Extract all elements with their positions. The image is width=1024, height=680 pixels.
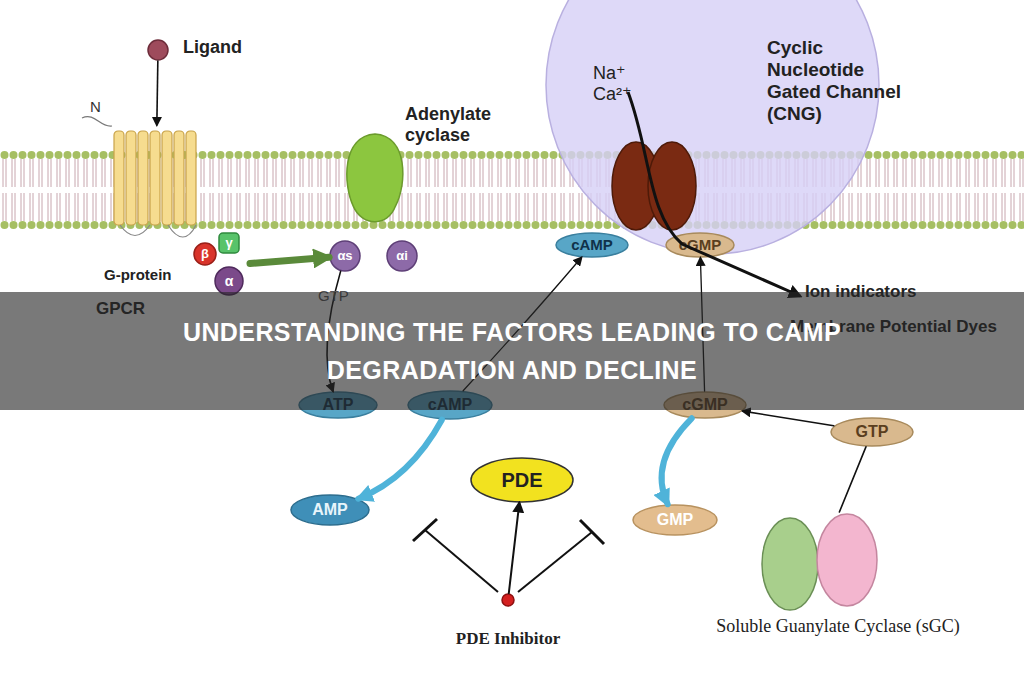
inhibition-bar — [413, 519, 437, 541]
camp-molecule-fill — [556, 233, 628, 257]
transmembrane-helix — [126, 131, 136, 225]
node-text: Na⁺ Ca²⁺ — [593, 63, 647, 104]
ligand-circle: Ligand — [147, 39, 169, 61]
n-terminus-loop — [82, 117, 112, 127]
beta-subunit-fill — [194, 243, 216, 265]
node-text: β — [193, 242, 217, 266]
connector-arrow — [662, 418, 692, 504]
adenylate-cyclase-fill — [347, 134, 403, 222]
camp-molecule: cAMP — [555, 232, 629, 258]
transmembrane-helix — [114, 131, 124, 225]
node-text: G-protein — [104, 266, 186, 283]
transmembrane-helix — [150, 131, 160, 225]
cng-channel-circle-fill — [546, 0, 879, 254]
title-text: UNDERSTANDING THE FACTORS LEADING TO CAM… — [122, 314, 902, 389]
transmembrane-helix — [174, 131, 184, 225]
ion-flow-arrow — [628, 92, 800, 296]
connector-arrow — [358, 420, 442, 499]
gpcr-receptor-outline — [110, 125, 202, 233]
inhibitor-dot-outline — [501, 593, 515, 607]
inhibition-line — [425, 530, 498, 592]
title-banner: UNDERSTANDING THE FACTORS LEADING TO CAM… — [0, 292, 1024, 410]
gamma-subunit: γ — [218, 232, 240, 254]
intracellular-loop — [120, 225, 196, 237]
inhibitor-dot: PDE Inhibitor — [501, 593, 515, 607]
free-label: N — [90, 98, 120, 115]
node-text: GTP — [830, 417, 914, 447]
alpha-subunit-fill — [215, 267, 243, 295]
node-text: GMP — [632, 504, 718, 536]
pde-enzyme-fill — [471, 458, 573, 502]
node-text: γ — [218, 232, 240, 254]
ligand-circle-fill — [148, 40, 168, 60]
node-text: Cyclic Nucleotide Gated Channel (CNG) — [767, 37, 909, 124]
pde-enzyme: PDE — [470, 457, 574, 503]
sgc-enzyme-outline — [758, 512, 880, 612]
connector-arrow — [509, 503, 520, 593]
node-text: PDE Inhibitor — [433, 629, 583, 649]
node-text: αi — [386, 240, 418, 272]
gtp-molecule: GTP — [830, 417, 914, 447]
adenylate-cyclase: Adenylate cyclase — [343, 132, 407, 227]
sgc-subunit — [817, 514, 877, 606]
node-text: cAMP — [555, 232, 629, 258]
sgc-subunit — [762, 518, 818, 610]
ligand-circle-outline — [147, 39, 169, 61]
cng-channel-circle-outline — [545, 0, 880, 255]
gtp-molecule-fill — [831, 418, 913, 446]
inhibition-line — [518, 532, 592, 592]
alpha-s-subunit-fill — [330, 241, 360, 271]
alpha-s-subunit: αs — [329, 240, 361, 272]
gmp-molecule: GMP — [632, 504, 718, 536]
adenylate-cyclase-outline — [343, 132, 407, 227]
transmembrane-helix — [162, 131, 172, 225]
connector-arrow — [156, 61, 159, 125]
node-text: Adenylate cyclase — [405, 104, 525, 145]
node-text: αs — [329, 240, 361, 272]
channel-subunit — [648, 142, 696, 230]
transmembrane-helix — [138, 131, 148, 225]
inhibitor-dot-fill — [502, 594, 514, 606]
alpha-i-subunit-fill — [387, 241, 417, 271]
alpha-i-subunit: αi — [386, 240, 418, 272]
cng-channel-circle: Na⁺ Ca²⁺Cyclic Nucleotide Gated Channel … — [545, 0, 880, 255]
beta-subunit: β — [193, 242, 217, 266]
node-text: PDE — [470, 457, 574, 503]
connector-arrow — [743, 411, 834, 426]
gamma-subunit-fill — [219, 233, 239, 253]
gmp-molecule-fill — [633, 505, 717, 535]
connector-arrow — [839, 447, 866, 512]
inhibition-bar — [580, 520, 604, 544]
node-text: Soluble Guanylate Cyclase (sGC) — [688, 616, 988, 637]
connector-arrow — [250, 257, 329, 263]
node-text: Ligand — [183, 37, 273, 58]
gpcr-receptor: GPCR — [110, 125, 202, 233]
sgc-enzyme: Soluble Guanylate Cyclase (sGC) — [758, 512, 880, 612]
transmembrane-helix — [186, 131, 196, 225]
